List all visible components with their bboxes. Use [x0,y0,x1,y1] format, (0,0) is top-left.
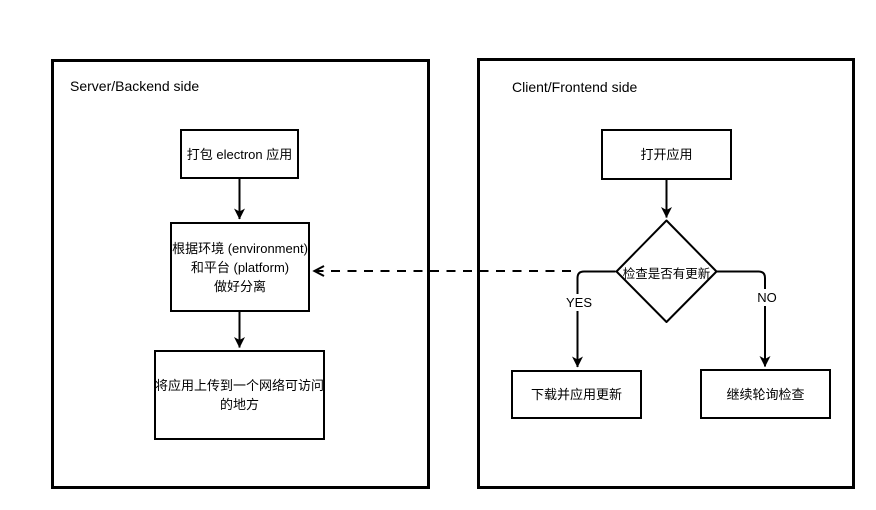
node-keep-polling-check: 继续轮询检查 [700,369,831,419]
node-label: 打开应用 [640,147,693,162]
edge-label-no: NO [751,289,783,306]
node-separate-env-platform: 根据环境 (environment) 和平台 (platform) 做好分离 [170,222,310,312]
node-open-app: 打开应用 [601,129,732,180]
edge-label-yes: YES [559,294,599,311]
node-label: 打包 electron 应用 [186,146,293,162]
node-upload-to-network: 将应用上传到一个网络可访问 的地方 [154,350,325,440]
server-panel-title: Server/Backend side [70,78,200,94]
client-frontend-panel: Client/Frontend side [477,58,855,489]
node-check-for-update: 检查是否有更新 [622,267,711,281]
node-label-line: 做好分离 [213,278,266,294]
server-backend-panel: Server/Backend side [51,59,430,489]
node-label: 下载并应用更新 [530,387,622,402]
node-label-line: 和平台 (platform) [190,259,290,275]
client-panel-title: Client/Frontend side [512,79,638,95]
node-package-electron-app: 打包 electron 应用 [180,129,299,179]
node-label-line: 根据环境 (environment) [172,240,308,256]
node-label-line: 将应用上传到一个网络可访问 [155,378,325,393]
node-label: 继续轮询检查 [726,386,805,402]
node-label-line: 的地方 [219,397,259,412]
node-download-apply-update: 下载并应用更新 [511,370,642,419]
